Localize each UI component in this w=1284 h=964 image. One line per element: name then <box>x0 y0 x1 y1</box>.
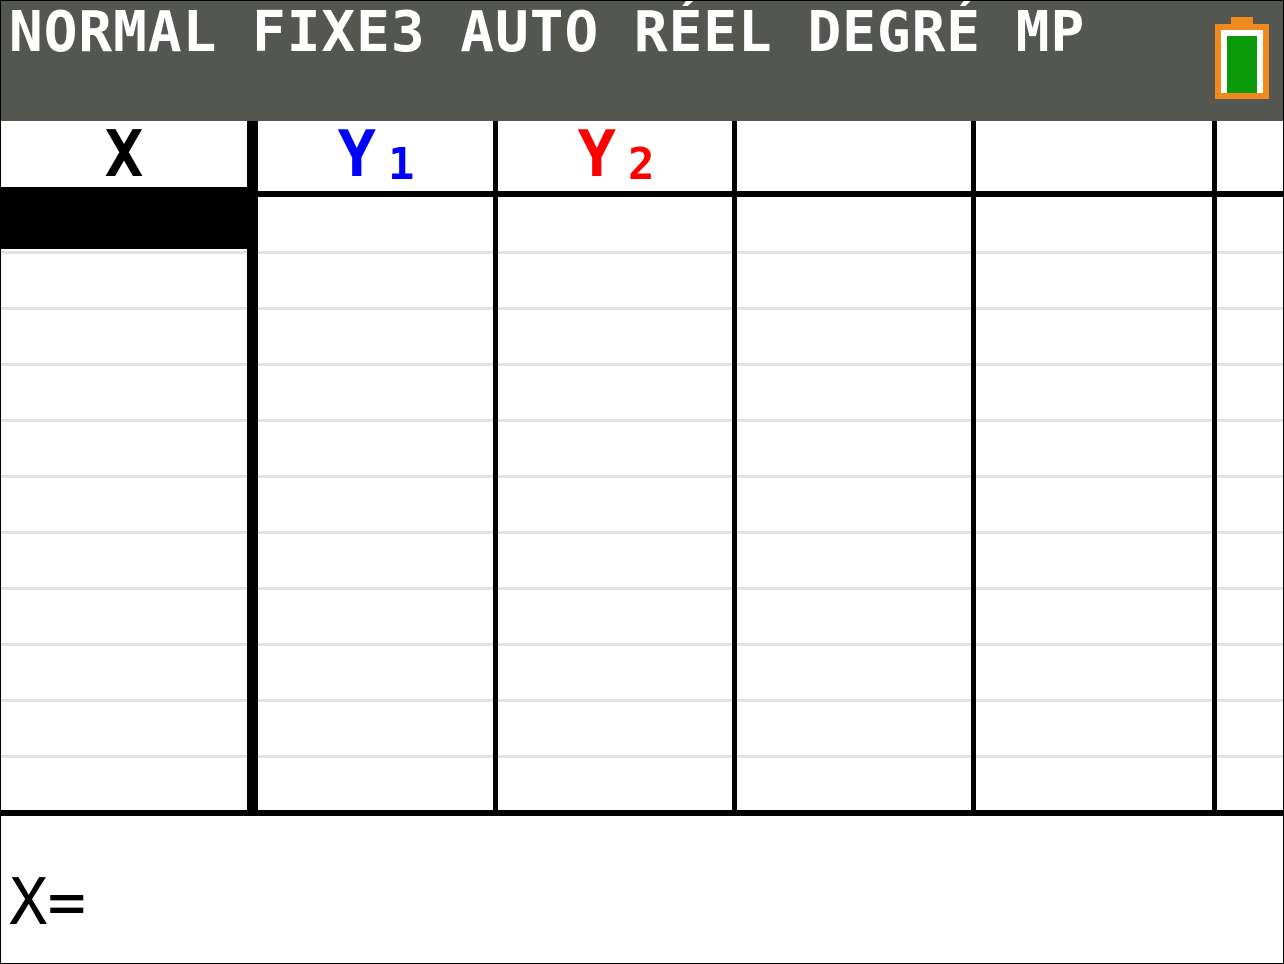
header-separator <box>1 191 1283 197</box>
row-divider <box>1 419 1283 422</box>
column-divider <box>971 121 976 813</box>
status-bar: NORMAL FIXE3 AUTO RÉEL DEGRÉ MP <box>1 1 1283 121</box>
column-header-y2-sub: 2 <box>628 139 655 190</box>
column-header-x[interactable]: X <box>1 121 247 189</box>
battery-full-icon <box>1215 17 1269 99</box>
row-divider <box>1 531 1283 534</box>
row-divider <box>1 363 1283 366</box>
row-divider <box>1 755 1283 758</box>
row-divider <box>1 251 1283 254</box>
row-divider <box>1 699 1283 702</box>
table-bottom-separator <box>1 810 1283 816</box>
column-header-x-label: X <box>104 118 144 192</box>
mode-status-text: NORMAL FIXE3 AUTO RÉEL DEGRÉ MP <box>9 0 1086 65</box>
column-header-y1-label: Y <box>337 118 377 192</box>
column-header-y1-sub: 1 <box>388 139 415 190</box>
row-divider <box>1 587 1283 590</box>
column-header-y2-label: Y <box>577 118 617 192</box>
column-divider <box>493 121 498 813</box>
column-header-empty-5[interactable] <box>977 121 1213 189</box>
column-divider-x <box>247 121 258 813</box>
table-cursor-cell[interactable] <box>1 187 247 249</box>
battery-level <box>1227 36 1257 93</box>
column-divider <box>1212 121 1217 813</box>
row-divider <box>1 307 1283 310</box>
entry-line[interactable]: X= <box>9 866 87 940</box>
column-header-empty-4[interactable] <box>738 121 972 189</box>
row-divider <box>1 475 1283 478</box>
column-divider <box>732 121 737 813</box>
row-divider <box>1 643 1283 646</box>
